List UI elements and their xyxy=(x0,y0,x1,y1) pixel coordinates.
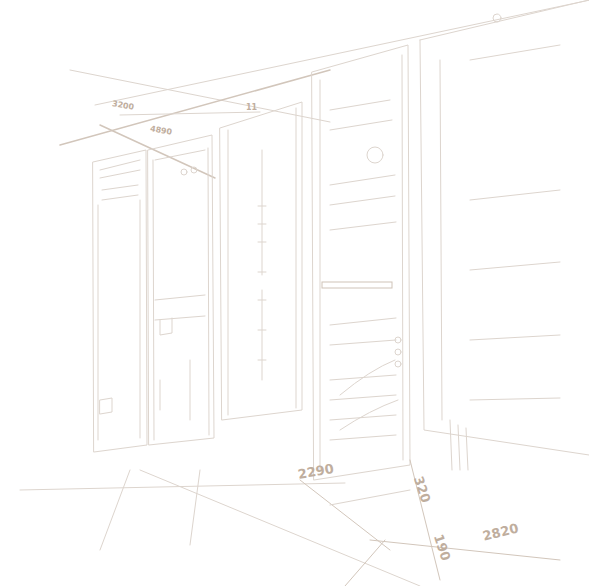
dimension-line xyxy=(345,540,385,586)
rack-outline xyxy=(220,102,302,420)
cabinet-detail xyxy=(470,45,560,400)
rack-outline xyxy=(312,45,410,480)
rack-outline xyxy=(93,150,147,452)
floor-line xyxy=(20,483,345,490)
rack-knob xyxy=(395,349,401,355)
rack-detail xyxy=(100,160,140,200)
cabinet-detail xyxy=(450,420,468,470)
rack-rail xyxy=(153,148,209,440)
rack-knob xyxy=(191,167,197,173)
rack-slider xyxy=(258,150,266,275)
floor-line xyxy=(100,470,130,550)
dimension-line xyxy=(300,480,390,550)
dimension-label: 3200 xyxy=(111,100,134,112)
rack-outline xyxy=(148,135,214,445)
construction-line xyxy=(70,70,330,122)
rack-knob xyxy=(367,147,383,163)
construction-line xyxy=(60,70,330,145)
dimension-line xyxy=(410,460,440,580)
rack-detail xyxy=(330,100,396,440)
rack-rail xyxy=(98,200,140,440)
rack-detail xyxy=(100,398,112,414)
rack-knob xyxy=(395,361,401,367)
dimension-line xyxy=(330,490,410,505)
dimension-line xyxy=(370,540,560,560)
dimension-label: 2820 xyxy=(481,521,519,542)
rack-rail xyxy=(228,108,296,415)
floor-line xyxy=(190,470,200,545)
dimension-label: 320 xyxy=(412,474,433,504)
dimension-label: 11 xyxy=(246,104,257,112)
cabinet-knob xyxy=(493,14,501,22)
rack-knob xyxy=(395,337,401,343)
rack-detail xyxy=(155,150,205,335)
construction-line xyxy=(120,112,260,115)
rack-slider xyxy=(258,290,266,380)
patch-panel xyxy=(322,282,392,288)
cabinet-outline xyxy=(420,0,589,455)
rack-rail xyxy=(320,55,403,470)
rack-cable xyxy=(340,360,398,430)
rack-knob xyxy=(181,169,187,175)
floor-line xyxy=(140,470,420,586)
dimension-label: 4890 xyxy=(149,125,172,137)
rack-detail xyxy=(160,360,190,420)
